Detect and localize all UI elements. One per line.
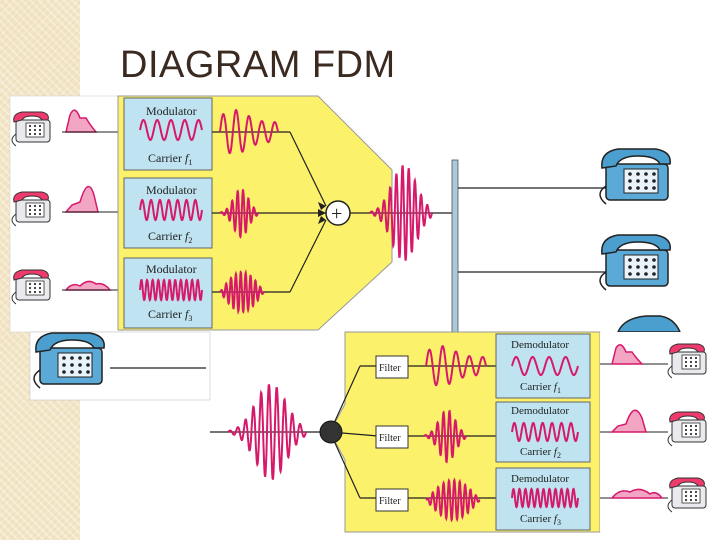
svg-text:Demodulator: Demodulator <box>511 339 569 351</box>
splitter-node <box>319 420 343 444</box>
composite-signal-bottom <box>227 384 307 480</box>
svg-text:Demodulator: Demodulator <box>511 473 569 485</box>
svg-text:Carrier f1: Carrier f1 <box>520 381 561 395</box>
modulated-signal-2 <box>219 189 259 239</box>
modulated-signal-1 <box>219 108 279 155</box>
carrier-wave-d1 <box>511 356 579 376</box>
demodulator-box-2: Demodulator Carrier f2 <box>495 401 591 463</box>
svg-text:+: + <box>331 203 342 225</box>
adder-circle: + <box>325 200 351 226</box>
svg-text:Filter: Filter <box>379 496 401 507</box>
carrier-wave-m2 <box>139 198 203 222</box>
filtered-signal-1 <box>425 345 487 387</box>
composite-signal-top <box>369 165 433 261</box>
modulator-box-1: Modulator Carrier f1 <box>123 97 213 171</box>
filter-box-2: Filter <box>375 425 409 449</box>
filtered-signal-3 <box>425 477 481 523</box>
demultiplexer-section: Filter Filter Filter Demodulator Carrier… <box>29 331 718 533</box>
carrier-wave-m3 <box>139 278 203 302</box>
filter-box-3: Filter <box>375 488 409 512</box>
carrier-label-2: Carrier f2 <box>148 229 192 245</box>
modulator-label-2: Modulator <box>146 183 197 197</box>
slide-title: DIAGRAM FDM <box>120 44 396 86</box>
carrier-wave-m1 <box>139 118 203 142</box>
carrier-wave-d3 <box>511 487 579 509</box>
modulator-label-1: Modulator <box>146 104 197 118</box>
carrier-label-1: Carrier f1 <box>148 151 192 167</box>
receiver-phone-3 <box>616 315 682 333</box>
svg-text:Carrier f2: Carrier f2 <box>520 446 561 460</box>
filter-box-1: Filter <box>375 355 409 379</box>
demodulator-box-1: Demodulator Carrier f1 <box>495 333 591 399</box>
voice-signals-out <box>610 344 664 499</box>
receiver-backdrop <box>451 96 686 333</box>
multiplexer-section: Modulator Carrier f1 Modulator Carrier f… <box>9 95 456 333</box>
filtered-signal-2 <box>423 409 467 464</box>
carrier-label-3: Carrier f3 <box>148 307 192 323</box>
svg-text:Demodulator: Demodulator <box>511 405 569 417</box>
modulated-signal-3 <box>219 269 265 315</box>
svg-text:Filter: Filter <box>379 363 401 374</box>
voice-signals-in <box>64 109 112 291</box>
carrier-wave-d2 <box>511 421 579 443</box>
svg-text:Filter: Filter <box>379 433 401 444</box>
svg-text:Carrier f3: Carrier f3 <box>520 513 561 527</box>
modulator-label-3: Modulator <box>146 262 197 276</box>
